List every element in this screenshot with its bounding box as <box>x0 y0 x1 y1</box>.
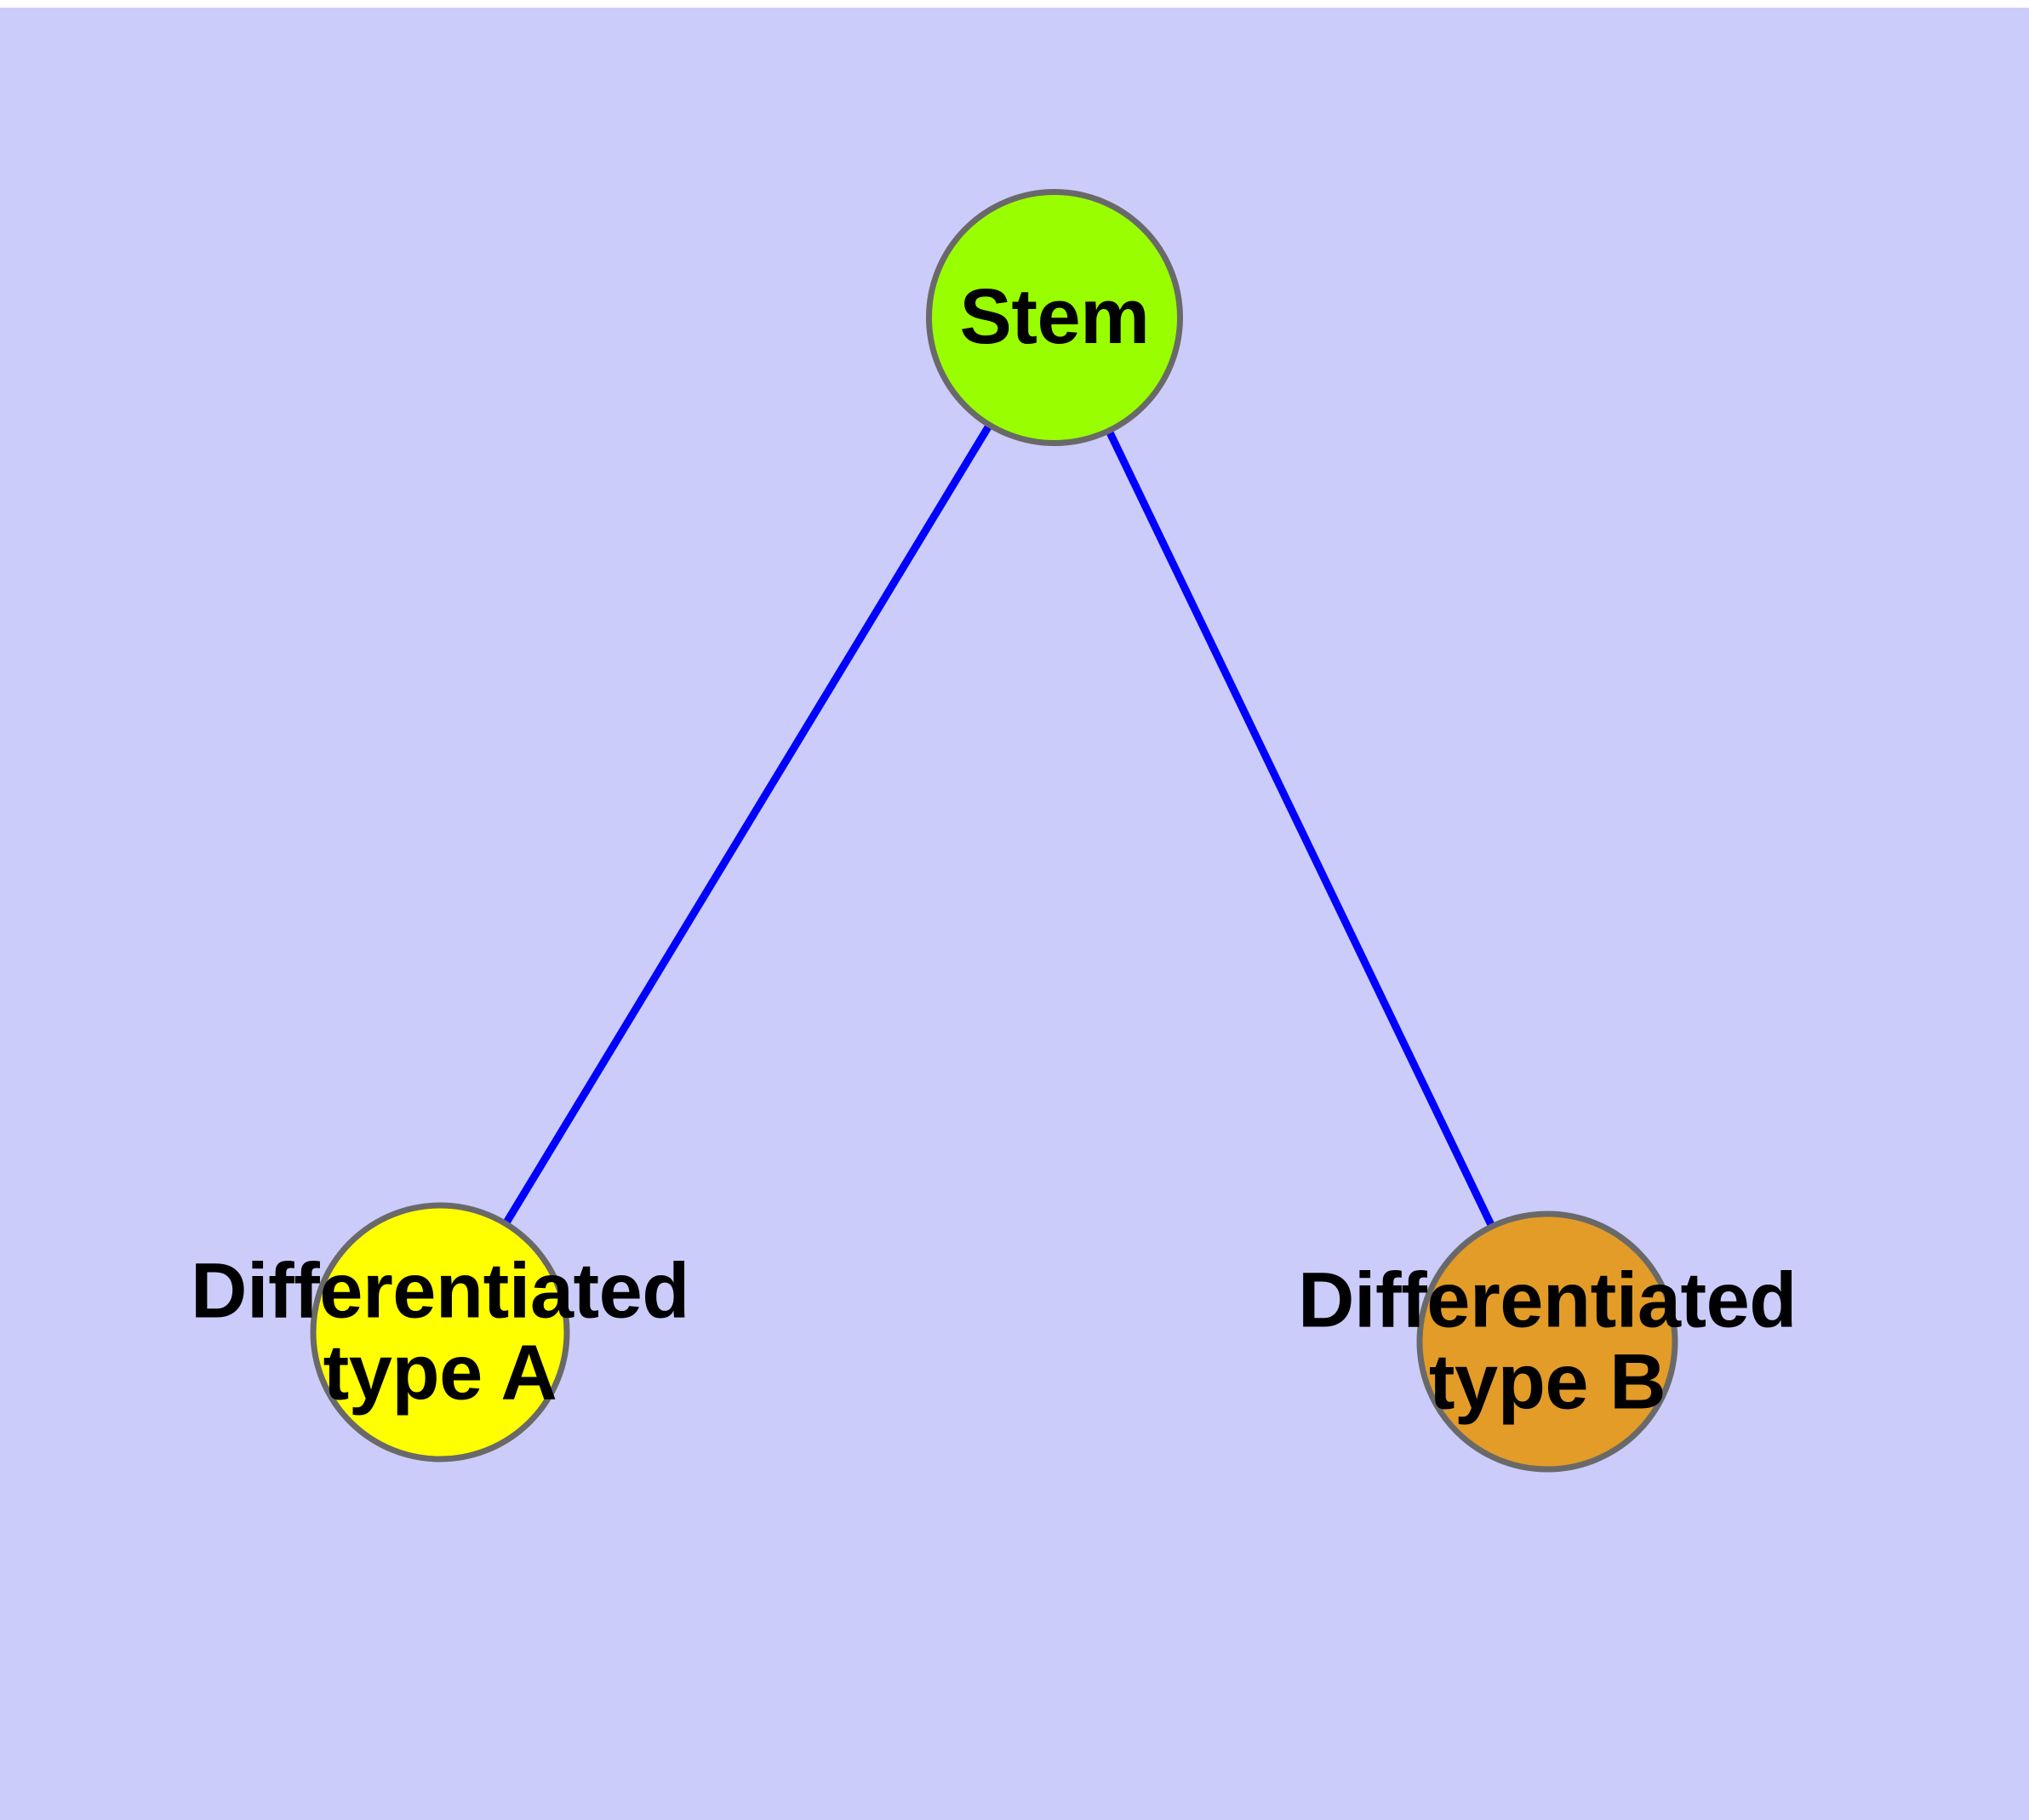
node-layer <box>310 189 1678 1473</box>
edge-stem-to-differentiated-type-b <box>1050 316 1552 1343</box>
node-differentiated-type-b[interactable] <box>1416 1210 1678 1473</box>
edge-stem-to-differentiated-type-a <box>437 315 1058 1335</box>
node-stem[interactable] <box>926 189 1183 446</box>
edge-layer <box>437 315 1552 1343</box>
node-differentiated-type-a[interactable] <box>310 1202 570 1462</box>
